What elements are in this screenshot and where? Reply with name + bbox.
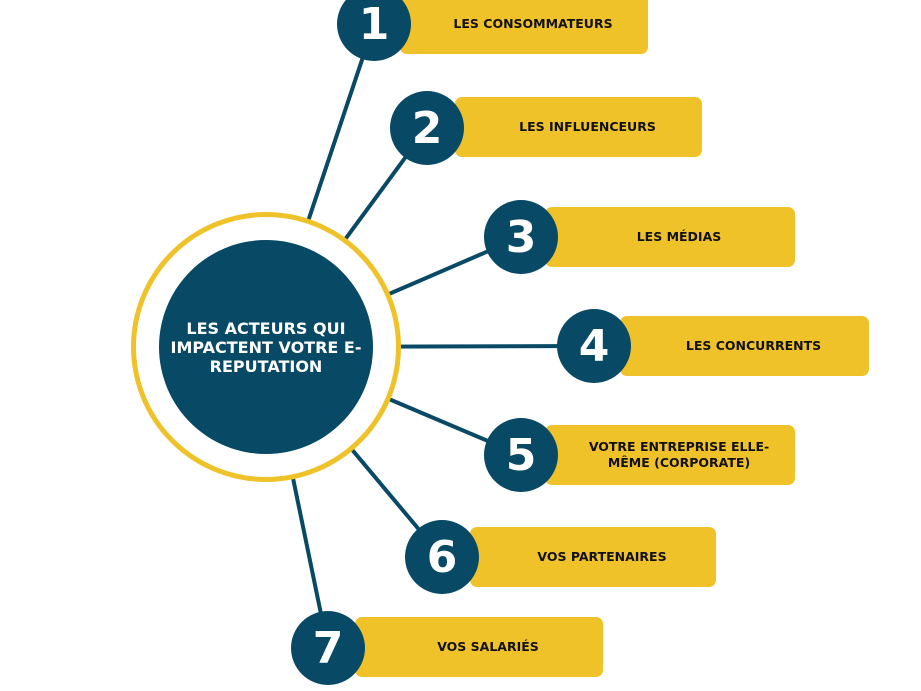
item-label: VOS SALARIÉS: [437, 639, 539, 654]
item-number-badge: 3: [484, 200, 558, 274]
item-label: LES CONCURRENTS: [685, 338, 822, 353]
item-label: LES MÉDIAS: [636, 229, 722, 244]
item-label: LES INFLUENCEURS: [519, 119, 656, 134]
item-label-box: LES CONCURRENTS: [620, 316, 869, 376]
item-label-box: VOTRE ENTREPRISE ELLE-MÊME (CORPORATE): [545, 425, 795, 485]
item-label-box: VOS SALARIÉS: [355, 617, 603, 677]
center-title: LES ACTEURS QUI IMPACTENT VOTRE E-REPUTA…: [159, 240, 373, 454]
item-number-badge: 1: [337, 0, 411, 61]
item-number-badge: 5: [484, 418, 558, 492]
item-number-badge: 6: [405, 520, 479, 594]
item-label-box: LES CONSOMMATEURS: [400, 0, 648, 54]
item-label-box: LES MÉDIAS: [545, 207, 795, 267]
item-label-box: VOS PARTENAIRES: [470, 527, 716, 587]
item-number-badge: 2: [390, 91, 464, 165]
item-label-box: LES INFLUENCEURS: [455, 97, 702, 157]
item-label: VOTRE ENTREPRISE ELLE-MÊME (CORPORATE): [588, 439, 770, 470]
item-label: VOS PARTENAIRES: [537, 549, 667, 564]
item-number-badge: 7: [291, 611, 365, 685]
item-label: LES CONSOMMATEURS: [453, 16, 613, 31]
item-number-badge: 4: [557, 309, 631, 383]
